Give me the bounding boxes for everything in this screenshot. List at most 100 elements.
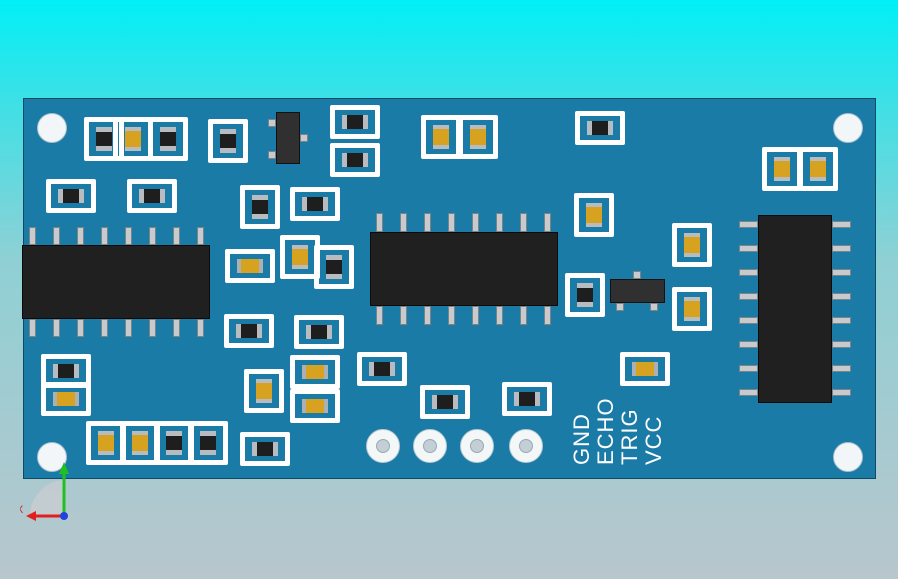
capacitor: [433, 125, 449, 149]
ic-pin: [832, 293, 851, 300]
ic-pin: [739, 317, 758, 324]
ic-pin: [739, 269, 758, 276]
ic-pin: [400, 306, 407, 325]
left-ic-chip[interactable]: [22, 245, 210, 319]
resistor: [96, 127, 112, 151]
ic-pin: [739, 341, 758, 348]
ic-pin: [739, 389, 758, 396]
ic-pin: [29, 227, 36, 245]
silkscreen-outline: [84, 117, 124, 161]
ic-pin: [125, 319, 132, 337]
ic-pin: [739, 293, 758, 300]
ic-pin: [101, 319, 108, 337]
ic-pin: [832, 365, 851, 372]
pin-label-vcc: VCC: [641, 415, 666, 465]
resistor: [166, 431, 182, 455]
capacitor: [292, 245, 308, 269]
triad-quarter-disc: [29, 480, 64, 516]
pin-label-gnd: GND: [569, 413, 594, 465]
silkscreen-outline: [208, 119, 248, 163]
ic-pin: [173, 227, 180, 245]
silkscreen-outline: [357, 352, 407, 386]
ic-pin: [520, 213, 527, 232]
pin-label-echo: ECHO: [593, 397, 618, 465]
ic-pin: [472, 213, 479, 232]
transistor-q2-pin: [616, 303, 624, 311]
header-pad-gnd[interactable]: [366, 429, 400, 463]
ic-pin: [29, 319, 36, 337]
ic-pin: [544, 213, 551, 232]
x-axis-label: X: [20, 504, 24, 516]
ic-pin: [376, 306, 383, 325]
capacitor: [256, 379, 272, 403]
ic-pin: [77, 319, 84, 337]
resistor: [306, 325, 332, 339]
ic-pin: [77, 227, 84, 245]
capacitor: [302, 399, 328, 413]
ic-pin: [739, 245, 758, 252]
resistor: [252, 195, 268, 219]
header-pad-trig[interactable]: [460, 429, 494, 463]
silkscreen-outline: [240, 185, 280, 229]
capacitor: [684, 297, 700, 321]
resistor: [326, 255, 342, 279]
ic-pin: [448, 306, 455, 325]
axis-triad: X: [20, 462, 69, 521]
silkscreen-outline: [148, 117, 188, 161]
silkscreen-outline: [127, 179, 177, 213]
right-ic-chip[interactable]: [758, 215, 832, 403]
ic-pin: [496, 306, 503, 325]
silkscreen-outline: [574, 193, 614, 237]
silkscreen-outline: [458, 115, 498, 159]
z-axis-icon: [60, 512, 68, 520]
silkscreen-outline: [224, 314, 274, 348]
ic-pin: [376, 213, 383, 232]
silkscreen-outline: [294, 315, 344, 349]
silkscreen-outline: [225, 249, 275, 283]
mounting-hole-bottom-left: [37, 442, 67, 472]
header-pad-vcc[interactable]: [509, 429, 543, 463]
capacitor: [302, 365, 328, 379]
silkscreen-outline: [330, 105, 380, 139]
silkscreen-outline: [290, 389, 340, 423]
transistor-q2[interactable]: [610, 279, 665, 303]
capacitor: [53, 392, 79, 406]
capacitor: [632, 362, 658, 376]
resistor: [53, 364, 79, 378]
resistor: [236, 324, 262, 338]
ic-pin: [739, 365, 758, 372]
silkscreen-outline: [672, 287, 712, 331]
ic-pin: [400, 213, 407, 232]
ic-pin: [832, 317, 851, 324]
ic-pin: [424, 213, 431, 232]
silkscreen-outline: [314, 245, 354, 289]
silkscreen-outline: [620, 352, 670, 386]
resistor: [302, 197, 328, 211]
ic-pin: [448, 213, 455, 232]
capacitor: [684, 233, 700, 257]
resistor: [160, 127, 176, 151]
ic-pin: [832, 245, 851, 252]
header-pad-echo[interactable]: [413, 429, 447, 463]
ic-pin: [197, 319, 204, 337]
silkscreen-outline: [240, 432, 290, 466]
resistor: [200, 431, 216, 455]
ic-pin: [832, 341, 851, 348]
transistor-q2-pin: [650, 303, 658, 311]
silkscreen-outline: [188, 421, 228, 465]
silkscreen-outline: [798, 147, 838, 191]
capacitor: [586, 203, 602, 227]
mounting-hole-top-right: [833, 113, 863, 143]
transistor-q1-pin: [300, 134, 308, 142]
resistor: [58, 189, 84, 203]
transistor-q1[interactable]: [276, 112, 300, 164]
ic-pin: [472, 306, 479, 325]
transistor-q1-pin: [268, 151, 276, 159]
ic-pin: [173, 319, 180, 337]
resistor: [577, 283, 593, 307]
center-ic-chip[interactable]: [370, 232, 558, 306]
pin-label-trig: TRIG: [617, 408, 642, 465]
silkscreen-outline: [565, 273, 605, 317]
pcb-board[interactable]: GND ECHO TRIG VCC: [22, 98, 876, 479]
